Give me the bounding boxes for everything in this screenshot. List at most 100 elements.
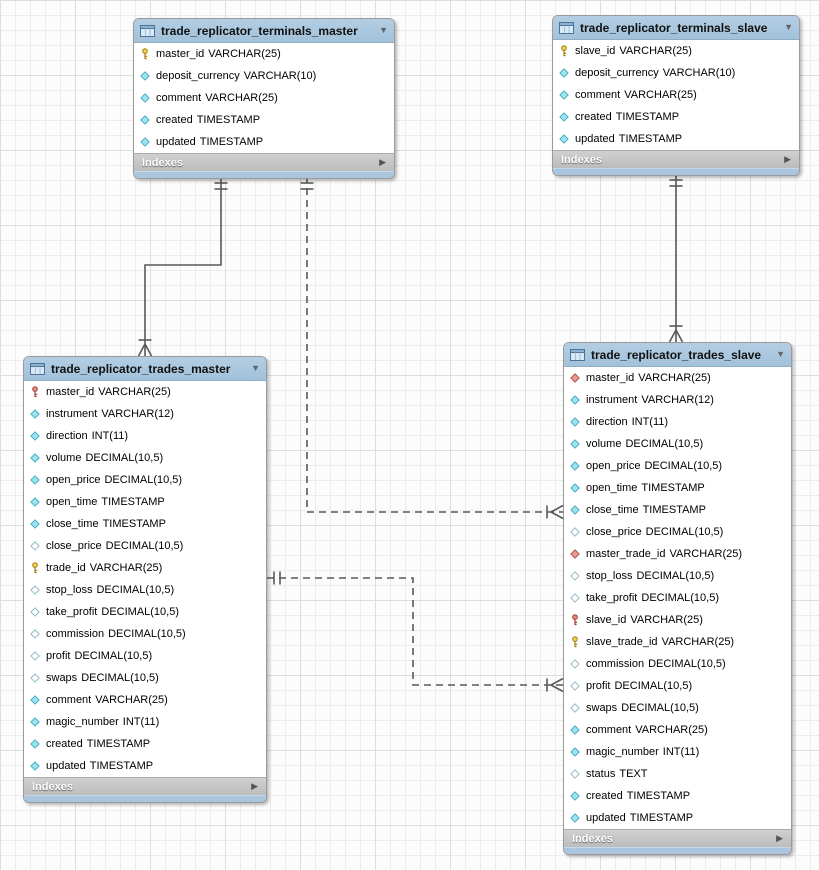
- not-null-column-icon: [30, 496, 41, 508]
- table-header-trades_slave[interactable]: trade_replicator_trades_slave▼: [564, 343, 791, 367]
- table-node-terminals_master[interactable]: trade_replicator_terminals_master▼master…: [133, 18, 395, 179]
- column-type: DECIMAL(10,5): [625, 438, 704, 450]
- indexes-section-trades_master[interactable]: Indexes▶: [24, 777, 266, 795]
- indexes-section-terminals_master[interactable]: Indexes▶: [134, 153, 394, 171]
- nullable-column-icon: [30, 584, 41, 596]
- not-null-column-icon: [559, 111, 570, 123]
- column-name: comment: [575, 89, 621, 101]
- column-type: TIMESTAMP: [196, 114, 261, 126]
- primary-foreign-key-icon: [570, 614, 581, 626]
- column-type: DECIMAL(10,5): [641, 592, 720, 604]
- not-null-column-icon: [570, 812, 581, 824]
- column-type: VARCHAR(25): [619, 45, 692, 57]
- expand-indexes-icon[interactable]: ▶: [379, 157, 386, 167]
- expand-indexes-icon[interactable]: ▶: [776, 833, 783, 843]
- not-null-column-icon: [570, 790, 581, 802]
- table-node-trades_master[interactable]: trade_replicator_trades_master▼master_id…: [23, 356, 267, 803]
- rel-terminals-master-trades-master[interactable]: [137, 176, 228, 357]
- table-node-terminals_slave[interactable]: trade_replicator_terminals_slave▼slave_i…: [552, 15, 800, 176]
- rel-trades-master-trades-slave[interactable]: [267, 571, 564, 693]
- column-name: swaps: [46, 672, 78, 684]
- collapse-arrow-icon[interactable]: ▼: [251, 363, 260, 373]
- column-name: swaps: [586, 702, 618, 714]
- collapse-arrow-icon[interactable]: ▼: [784, 22, 793, 32]
- column-type: VARCHAR(25): [669, 548, 743, 560]
- table-header-terminals_master[interactable]: trade_replicator_terminals_master▼: [134, 19, 394, 43]
- expand-indexes-icon[interactable]: ▶: [251, 781, 258, 791]
- rel-terminals-master-trades-slave[interactable]: [300, 176, 564, 520]
- column-type: INT(11): [662, 746, 700, 758]
- expand-indexes-icon[interactable]: ▶: [784, 154, 791, 164]
- not-null-column-icon: [30, 694, 41, 706]
- not-null-column-icon: [570, 438, 581, 450]
- collapse-arrow-icon[interactable]: ▼: [776, 349, 785, 359]
- column-name: status: [586, 768, 616, 780]
- table-header-terminals_slave[interactable]: trade_replicator_terminals_slave▼: [553, 16, 799, 40]
- primary-key-icon: [30, 562, 41, 574]
- column-name: updated: [586, 812, 626, 824]
- collapse-arrow-icon[interactable]: ▼: [379, 25, 388, 35]
- nullable-column-icon: [30, 606, 41, 618]
- table-header-trades_master[interactable]: trade_replicator_trades_master▼: [24, 357, 266, 381]
- indexes-section-terminals_slave[interactable]: Indexes▶: [553, 150, 799, 168]
- nullable-column-icon: [570, 680, 581, 692]
- column-name: master_id: [586, 372, 635, 384]
- indexes-section-trades_slave[interactable]: Indexes▶: [564, 829, 791, 847]
- rel-terminals-slave-trades-slave[interactable]: [668, 173, 684, 343]
- column-type: VARCHAR(10): [662, 67, 736, 79]
